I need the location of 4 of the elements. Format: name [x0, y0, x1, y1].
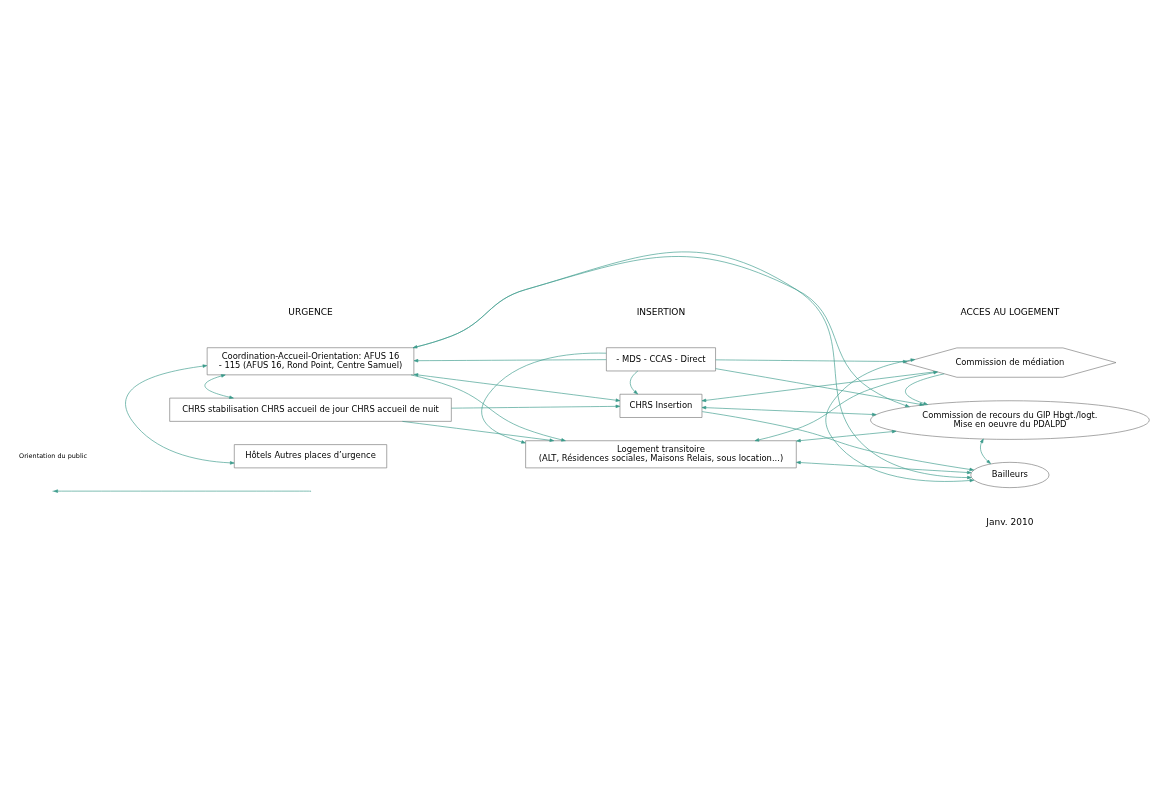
label: INSERTION: [636, 306, 686, 317]
label: Janv. 2010: [986, 516, 1034, 527]
label: ACCES AU LOGEMENT: [960, 306, 1060, 317]
label: URGENCE: [288, 306, 333, 317]
